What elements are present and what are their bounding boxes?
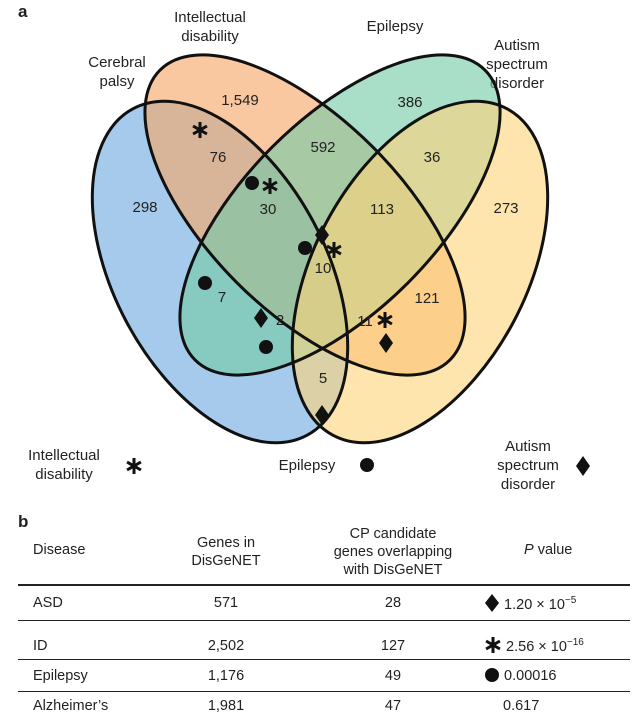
p-italic: P: [524, 542, 534, 558]
diamond-icon: [485, 594, 499, 612]
region-count: 11: [357, 313, 373, 330]
header-p-value: P value: [524, 542, 572, 558]
circle-icon: [360, 458, 374, 472]
diamond-marker-icon: [315, 225, 329, 245]
cell-p-value: 1.20 × 10−5: [484, 593, 576, 613]
label-line: Intellectual: [174, 9, 246, 26]
circle-marker-icon: [298, 241, 312, 255]
label-line: Cerebral: [88, 54, 146, 71]
header-genes: Genes in DisGeNET: [166, 534, 286, 570]
table-rule: [18, 691, 630, 692]
circle-marker-icon: [198, 276, 212, 290]
table-rule: [18, 584, 630, 586]
asterisk-marker-icon: [377, 312, 393, 328]
cell-genes: 571: [213, 595, 239, 611]
p-exponent: −16: [566, 637, 584, 649]
panel-a-label: a: [18, 2, 28, 21]
region-count: 592: [310, 139, 335, 156]
set-label-intellectual-disability: Intellectual disability: [155, 8, 265, 46]
region-count: 298: [132, 199, 157, 216]
header-disease: Disease: [33, 542, 86, 558]
region-count: 36: [424, 149, 441, 166]
label-line: Autism: [494, 37, 540, 54]
header-line: DisGeNET: [191, 553, 261, 569]
cell-overlap: 28: [384, 595, 402, 611]
region-count: 30: [260, 201, 277, 218]
ellipse-epilepsy-outline: [178, 53, 502, 377]
legend-text: spectrum: [497, 457, 559, 474]
set-label-cerebral-palsy: Cerebral palsy: [62, 53, 172, 91]
legend-text: Autism: [505, 438, 551, 455]
diamond-marker-icon: [254, 308, 268, 328]
p-rest: value: [533, 542, 573, 558]
region-count: 10: [315, 260, 332, 277]
cell-p-value: 0.00016: [484, 666, 556, 684]
set-label-epilepsy: Epilepsy: [340, 17, 450, 36]
cell-disease: ID: [33, 638, 48, 654]
cell-disease: ASD: [33, 595, 63, 611]
circle-marker-icon: [245, 176, 259, 190]
table-rule: [18, 620, 630, 621]
cell-genes: 1,176: [207, 668, 245, 684]
circle-icon: [485, 667, 499, 682]
label-line: Epilepsy: [366, 18, 424, 35]
venn-diagram: 1,549 386 76 592 36 298 30 113 273 10 7 121 2 11 5: [90, 53, 550, 445]
region-count: 386: [397, 94, 422, 111]
cell-overlap: 127: [380, 638, 406, 654]
header-cp-overlap: CP candidate genes overlapping with DisG…: [318, 525, 468, 579]
region-count: 121: [414, 290, 439, 307]
asterisk-marker-icon: [262, 178, 278, 194]
cell-overlap: 47: [384, 698, 402, 714]
set-label-autism: Autism spectrum disorder: [462, 36, 572, 93]
circle-marker-icon: [259, 340, 273, 354]
table-rule: [18, 659, 630, 660]
asterisk-icon: [485, 637, 501, 653]
header-line: Genes in: [196, 535, 256, 551]
p-mantissa: 2.56 × 10: [506, 639, 567, 655]
header-line: CP candidate: [349, 526, 437, 542]
p-exponent: −5: [564, 595, 577, 607]
label-line: palsy: [99, 73, 135, 90]
legend-intellectual-disability: Intellectual disability: [18, 446, 110, 484]
p-mantissa: 1.20 × 10: [504, 597, 565, 613]
asterisk-marker-icon: [326, 242, 342, 258]
label-line: disability: [181, 28, 239, 45]
header-line: with DisGeNET: [343, 562, 443, 578]
cell-genes: 1,981: [207, 698, 245, 714]
cell-disease: Epilepsy: [33, 668, 88, 684]
ellipse-autism-outline: [290, 99, 550, 445]
region-count: 5: [319, 370, 327, 387]
legend-autism: Autism spectrum disorder: [484, 437, 572, 494]
label-line: disorder: [489, 75, 545, 92]
p-mantissa: 0.617: [503, 697, 540, 714]
region-count: 113: [370, 201, 394, 218]
region-count: 1,549: [221, 92, 259, 109]
cell-genes: 2,502: [207, 638, 245, 654]
cell-disease: Alzheimer’s: [33, 698, 109, 714]
label-line: spectrum: [486, 56, 548, 73]
cell-p-value: 0.617: [503, 696, 539, 714]
region-count: 7: [218, 289, 226, 306]
cell-overlap: 49: [384, 668, 402, 684]
ellipse-intellectual-disability-outline: [143, 53, 467, 377]
legend-text: disability: [35, 466, 93, 483]
panel-b-label: b: [18, 512, 29, 531]
asterisk-icon: [126, 458, 142, 474]
region-count: 273: [493, 200, 518, 217]
cell-p-value: 2.56 × 10−16: [484, 636, 584, 655]
diamond-marker-icon: [379, 333, 393, 353]
p-mantissa: 0.00016: [504, 667, 557, 684]
header-line: genes overlapping: [333, 544, 453, 560]
legend-text: disorder: [500, 476, 556, 493]
asterisk-marker-icon: [192, 122, 208, 138]
region-count: 2: [276, 312, 284, 329]
diamond-icon: [576, 456, 590, 476]
legend-text: Intellectual: [28, 447, 100, 464]
ellipse-cerebral-palsy-outline: [90, 99, 350, 445]
diamond-marker-icon: [315, 405, 329, 425]
region-count: 76: [210, 149, 227, 166]
legend-epilepsy: Epilepsy: [278, 457, 336, 474]
